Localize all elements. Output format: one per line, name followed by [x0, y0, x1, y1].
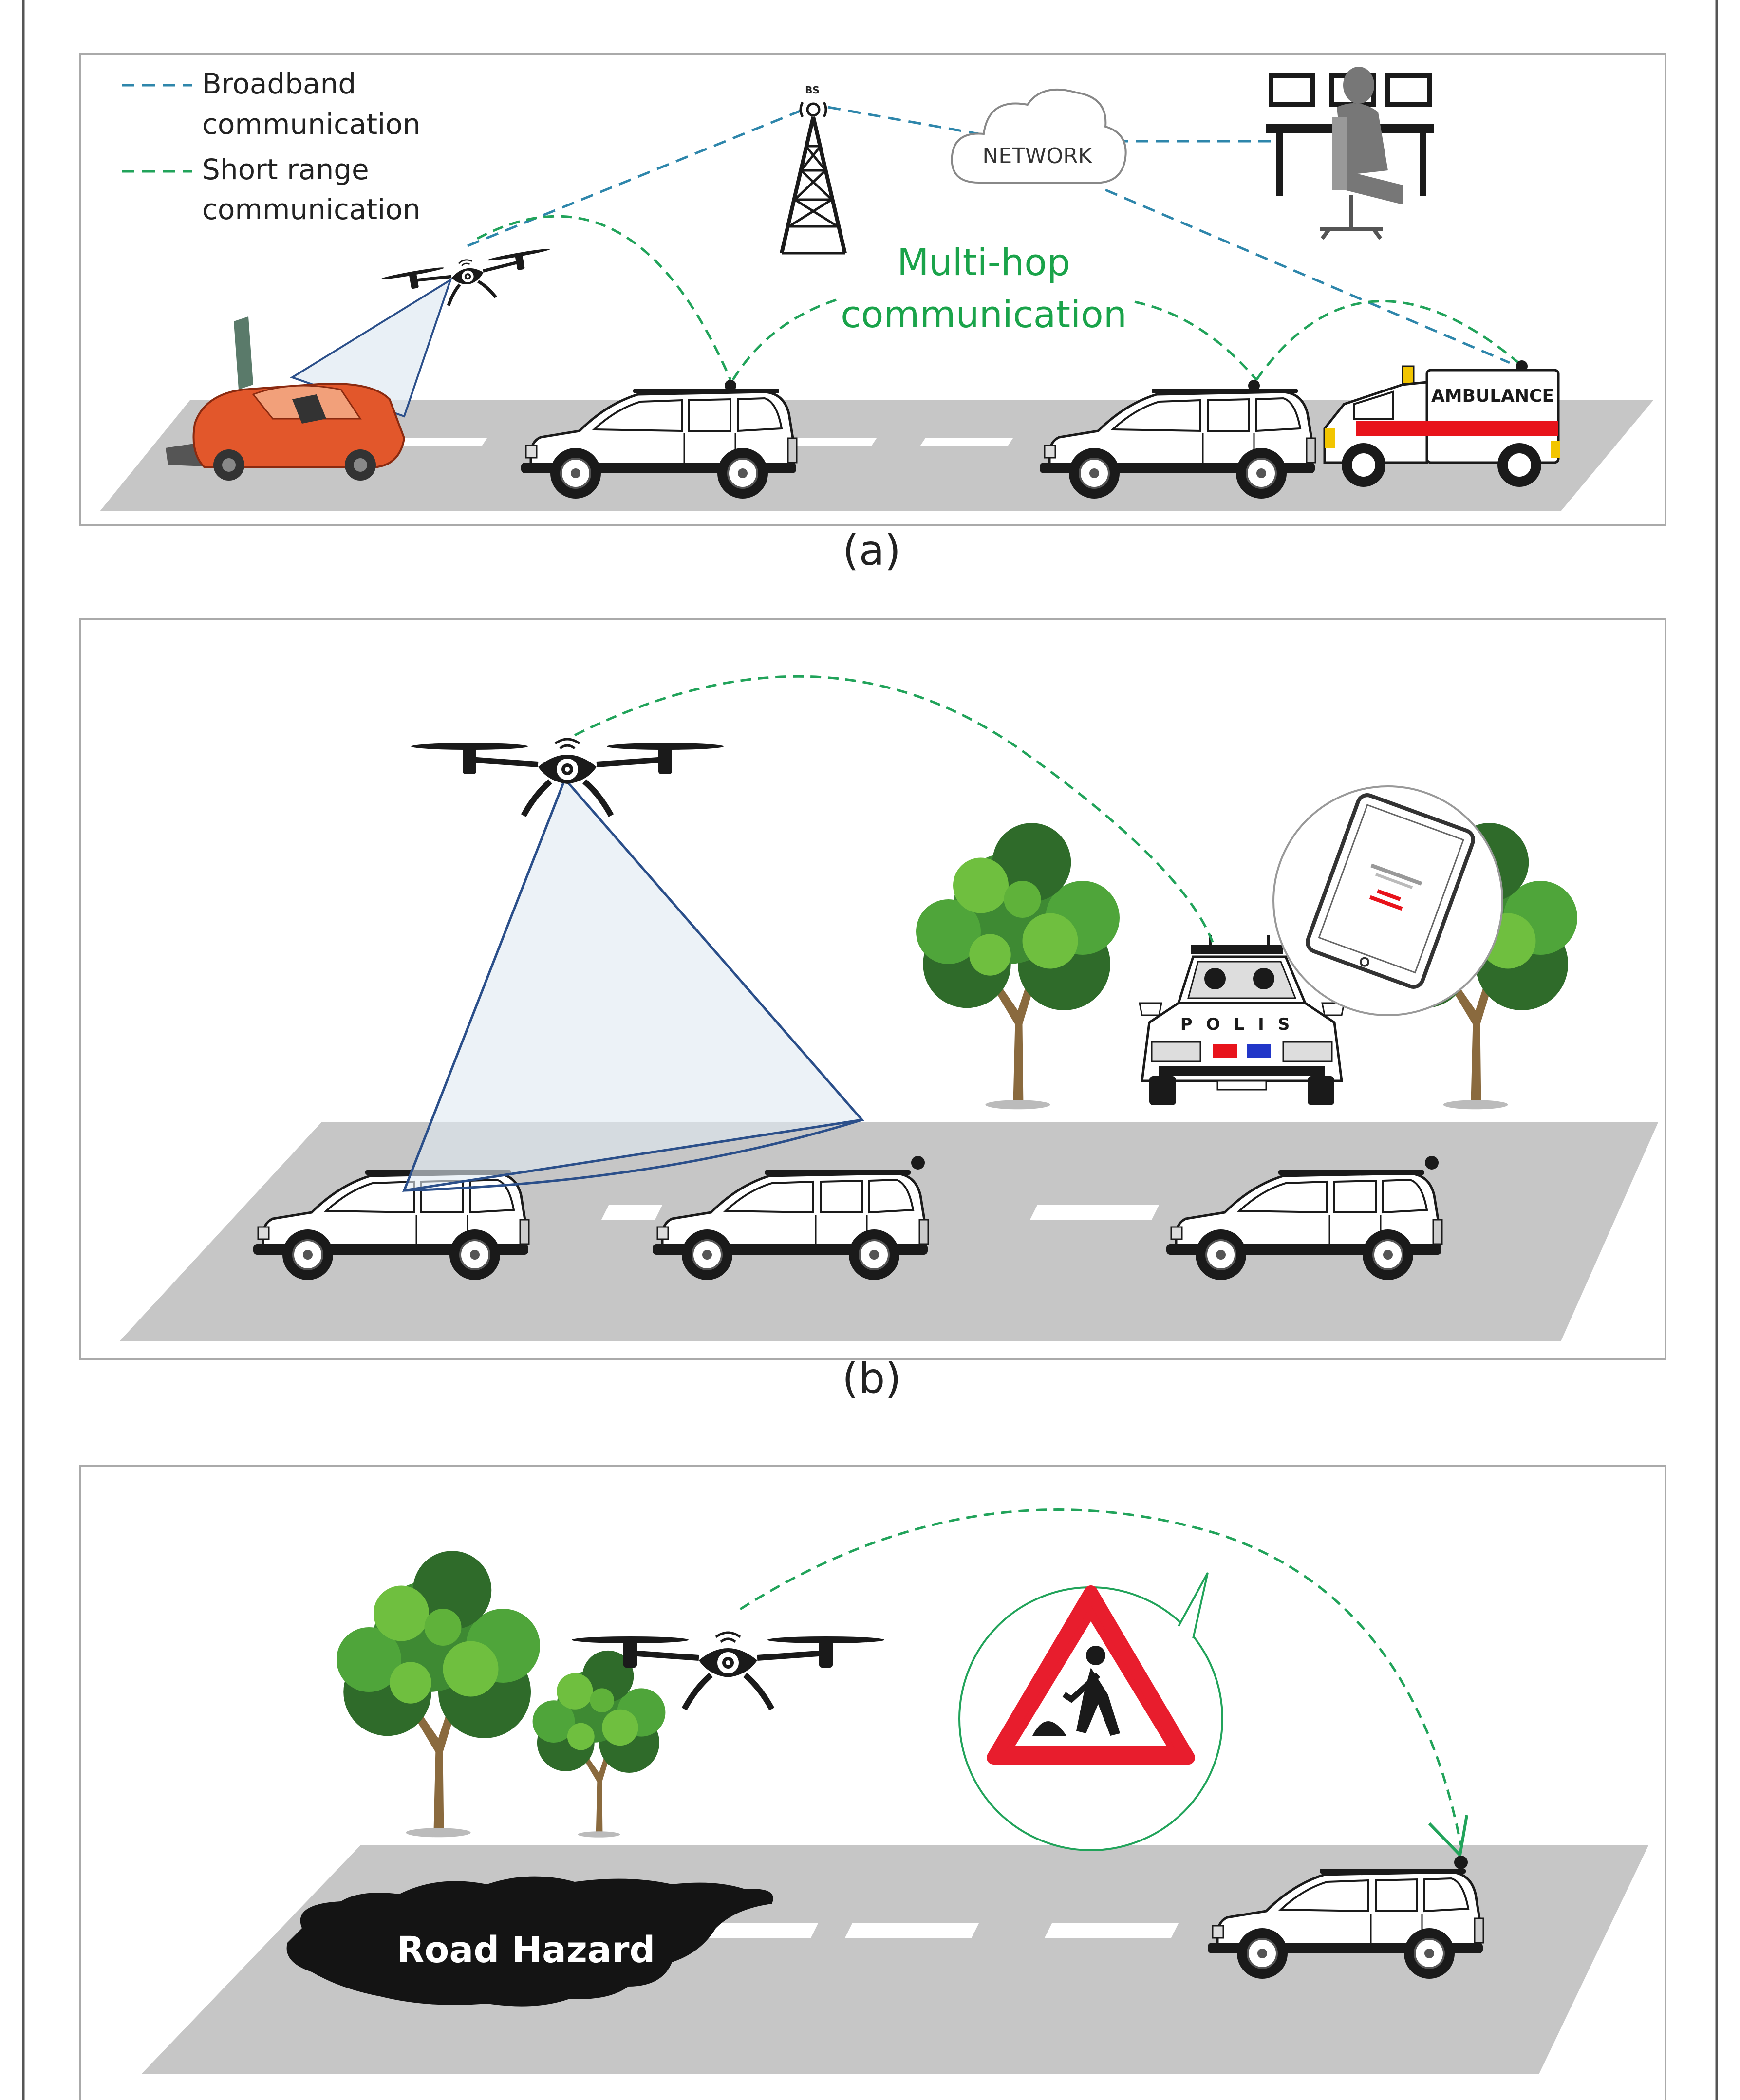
- caption-b: (b): [842, 1354, 901, 1403]
- multihop-text-2: communication: [841, 293, 1127, 336]
- police-label: POLIS: [1180, 1015, 1304, 1034]
- short-range-link-c: [739, 1508, 1462, 1846]
- car-a1: [521, 380, 797, 499]
- police-car: POLIS: [1139, 935, 1345, 1105]
- broadband-links: [467, 106, 1510, 364]
- road-b-lane-markings: [601, 1205, 1159, 1220]
- multihop-text-1: Multi-hop: [897, 241, 1070, 284]
- link-arrowhead-icon: [1428, 1815, 1468, 1858]
- warning-bubble: [958, 1572, 1223, 1851]
- bs-label: BS: [805, 84, 820, 96]
- car-c: [1208, 1856, 1483, 1979]
- panel-b: POLIS: [79, 618, 1666, 1360]
- control-center-operator: [1266, 67, 1434, 240]
- tablet-notification: [1272, 785, 1503, 1016]
- network-label: NETWORK: [982, 144, 1092, 168]
- wrecked-car: [166, 316, 406, 481]
- ambulance-label: AMBULANCE: [1431, 386, 1554, 406]
- road-hazard-label: Road Hazard: [397, 1929, 655, 1971]
- car-a2: [1040, 380, 1315, 499]
- short-range-link-b: [574, 675, 1214, 943]
- legend: Broadband communication Short range comm…: [122, 67, 421, 226]
- ambulance: AMBULANCE: [1323, 360, 1560, 487]
- legend-short-range-text-2: communication: [202, 193, 421, 226]
- car-b2: [653, 1156, 928, 1280]
- base-station-tower: BS: [780, 84, 847, 255]
- car-b3: [1166, 1156, 1442, 1280]
- camera-cone-b: [402, 777, 864, 1192]
- legend-broadband-text-1: Broadband: [202, 67, 356, 100]
- network-cloud: NETWORK: [951, 88, 1127, 184]
- panel-a: Broadband communication Short range comm…: [79, 53, 1666, 526]
- worker-icon: [1086, 1646, 1105, 1665]
- road-hazard: Road Hazard: [286, 1876, 773, 2007]
- panel-c: Road Hazard: [79, 1465, 1666, 2100]
- short-range-links-a: [476, 215, 1525, 381]
- legend-broadband-text-2: communication: [202, 108, 421, 141]
- road-c-lane-markings: [684, 1923, 1179, 1938]
- caption-a: (a): [842, 526, 901, 575]
- legend-short-range-text-1: Short range: [202, 153, 369, 186]
